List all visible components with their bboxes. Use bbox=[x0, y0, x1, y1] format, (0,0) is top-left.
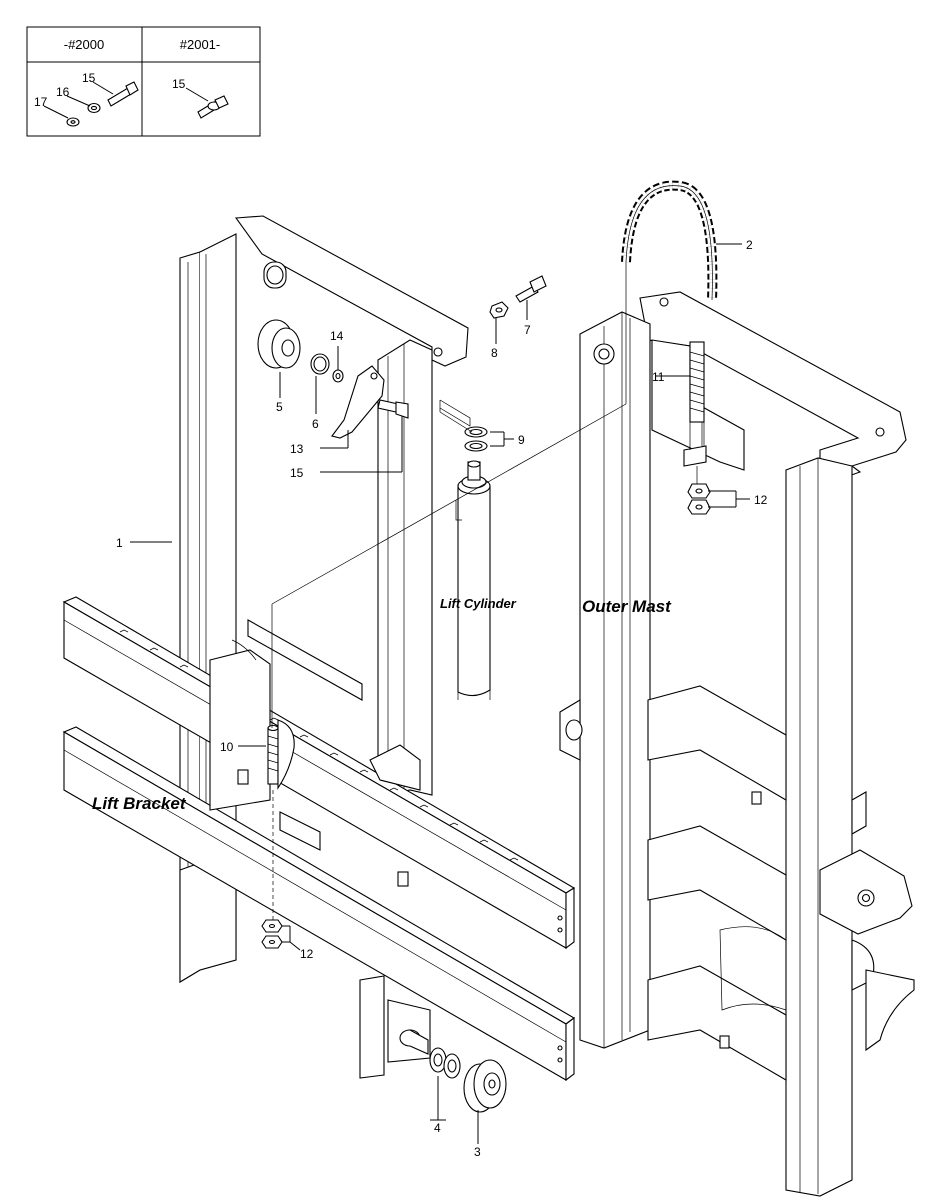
leader-lines bbox=[130, 243, 750, 1144]
roller-part-3 bbox=[463, 1059, 507, 1113]
lock-nuts-part-12-lower bbox=[261, 919, 283, 949]
callout-17-variant: 17 bbox=[34, 95, 48, 109]
nut-part-8 bbox=[489, 301, 509, 319]
callout-14: 14 bbox=[330, 329, 344, 343]
variant-header-new: #2001- bbox=[180, 37, 220, 52]
label-lift-bracket: Lift Bracket bbox=[92, 794, 187, 813]
lock-nuts-part-12-upper bbox=[687, 483, 711, 515]
variant-header-old: -#2000 bbox=[64, 37, 104, 52]
roller-part-5 bbox=[257, 319, 301, 369]
callout-15-variant-old: 15 bbox=[82, 71, 96, 85]
plate-part-13 bbox=[331, 365, 385, 439]
callout-7: 7 bbox=[524, 323, 531, 337]
outer-mast bbox=[559, 291, 915, 1197]
anchor-bolt-part-10 bbox=[267, 719, 295, 790]
callout-15-variant-new: 15 bbox=[172, 77, 186, 91]
roller-shaft bbox=[399, 1029, 429, 1055]
assembly-labels: Lift Cylinder Outer Mast Lift Bracket bbox=[92, 596, 672, 813]
callout-12-upper: 12 bbox=[754, 493, 768, 507]
chain-anchor-bolt-part-11 bbox=[683, 341, 707, 467]
callout-1: 1 bbox=[116, 536, 123, 550]
callout-4: 4 bbox=[434, 1121, 441, 1135]
callout-3: 3 bbox=[474, 1145, 481, 1159]
snap-ring-part-6 bbox=[310, 353, 330, 375]
callout-2: 2 bbox=[746, 238, 753, 252]
label-lift-cylinder: Lift Cylinder bbox=[440, 596, 517, 611]
bolt-part-7 bbox=[515, 275, 547, 303]
shims-part-4 bbox=[429, 1047, 461, 1079]
callout-15: 15 bbox=[290, 466, 304, 480]
callout-5: 5 bbox=[276, 400, 283, 414]
lift-cylinder bbox=[455, 460, 491, 700]
label-outer-mast: Outer Mast bbox=[582, 597, 672, 616]
bolt-part-15 bbox=[377, 399, 409, 419]
variant-new-parts: 15 bbox=[172, 77, 229, 119]
callout-6: 6 bbox=[312, 417, 319, 431]
callout-10: 10 bbox=[220, 740, 234, 754]
chain-part-2 bbox=[621, 180, 718, 301]
variant-table-border bbox=[26, 26, 261, 137]
washer-part-14 bbox=[332, 369, 344, 383]
callout-12-lower: 12 bbox=[300, 947, 314, 961]
callout-13: 13 bbox=[290, 442, 304, 456]
packing-part-9 bbox=[464, 426, 488, 452]
variant-old-parts: 17 16 15 bbox=[34, 71, 139, 127]
callout-11: 11 bbox=[652, 370, 665, 384]
callout-8: 8 bbox=[491, 346, 498, 360]
callout-numbers: 1 2 3 4 5 6 7 8 9 10 11 12 12 13 14 15 bbox=[116, 238, 768, 1159]
callout-9: 9 bbox=[518, 433, 525, 447]
variant-table: -#2000 #2001- 17 16 15 15 bbox=[26, 26, 261, 137]
lift-bracket bbox=[62, 596, 576, 1082]
callout-16-variant: 16 bbox=[56, 85, 70, 99]
